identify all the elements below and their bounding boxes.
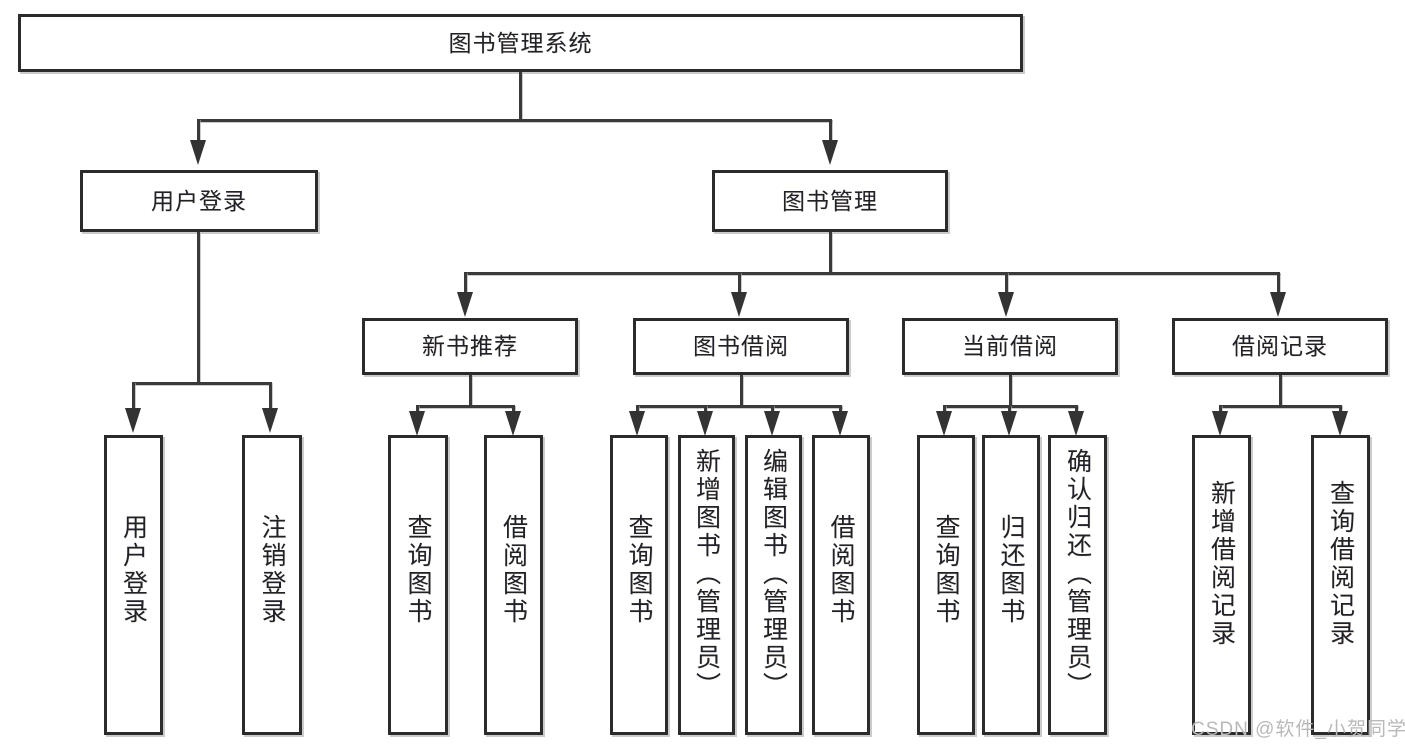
node-label: 图书管理 <box>782 187 878 214</box>
arrowhead-new-book-leaf-2 <box>505 411 521 436</box>
arrowhead-book-borrow-leaf-2 <box>697 411 713 436</box>
arrowhead-borrow-record-leaf-1 <box>1212 411 1228 436</box>
arrowhead-current-borrow-leaf-1 <box>936 411 952 436</box>
node-borrow-record[interactable]: 借阅记录 <box>1172 318 1388 375</box>
leaf-book-borrow-edit[interactable]: 编辑图书（管理员） <box>745 435 802 735</box>
connector-root-drop-left <box>197 119 200 141</box>
connector-book-manage-stem <box>829 232 832 274</box>
connector-root-drop-right <box>829 119 832 141</box>
arrowhead-to-borrow-record <box>1270 292 1286 317</box>
leaf-label: 用户登录 <box>119 514 148 626</box>
connector-book-manage-bar <box>464 272 1280 275</box>
connector-user-login-stem <box>197 232 200 384</box>
node-label: 借阅记录 <box>1232 333 1328 360</box>
leaf-user-login-login[interactable]: 用户登录 <box>104 435 163 735</box>
leaf-label: 查询图书 <box>625 514 653 626</box>
node-user-login[interactable]: 用户登录 <box>80 170 318 232</box>
leaf-label: 查询图书 <box>404 514 432 626</box>
leaf-label: 借阅图书 <box>499 514 528 626</box>
node-label: 图书借阅 <box>693 333 789 360</box>
connector-l3-drop-4 <box>1277 272 1280 294</box>
node-label: 新书推荐 <box>422 333 518 360</box>
leaf-book-borrow-add[interactable]: 新增图书（管理员） <box>678 435 735 735</box>
leaf-label: 注销登录 <box>258 514 286 626</box>
node-root-system[interactable]: 图书管理系统 <box>18 14 1023 72</box>
arrowhead-current-borrow-leaf-3 <box>1068 411 1084 436</box>
leaf-new-book-query[interactable]: 查询图书 <box>388 435 448 735</box>
csdn-watermark: CSDN @软件_小贺同学 <box>1191 719 1405 740</box>
leaf-label: 新增图书（管理员） <box>692 448 721 700</box>
connector-book-borrow-stem <box>740 375 743 407</box>
node-book-borrow[interactable]: 图书借阅 <box>633 318 849 375</box>
connector-user-login-drop-1 <box>132 382 135 410</box>
arrowhead-new-book-leaf-1 <box>409 411 425 436</box>
arrowhead-user-login-leaf-2 <box>262 408 278 433</box>
arrowhead-to-user-login <box>190 140 206 165</box>
leaf-book-borrow-borrow[interactable]: 借阅图书 <box>812 435 870 735</box>
node-book-manage[interactable]: 图书管理 <box>712 170 948 232</box>
arrowhead-book-borrow-leaf-3 <box>764 411 780 436</box>
arrowhead-user-login-leaf-1 <box>125 408 141 433</box>
arrowhead-to-new-book-recommend <box>457 292 473 317</box>
connector-current-borrow-stem <box>1009 375 1012 407</box>
arrowhead-to-book-borrow <box>731 292 747 317</box>
leaf-label: 新增借阅记录 <box>1207 480 1236 648</box>
leaf-borrow-record-add[interactable]: 新增借阅记录 <box>1192 435 1251 735</box>
connector-l3-drop-1 <box>464 272 467 294</box>
node-label: 图书管理系统 <box>448 29 593 56</box>
leaf-current-borrow-query[interactable]: 查询图书 <box>917 435 975 735</box>
connector-book-borrow-bar <box>636 405 842 408</box>
arrowhead-borrow-record-leaf-2 <box>1332 411 1348 436</box>
connector-new-book-bar <box>416 405 515 408</box>
leaf-current-borrow-confirm[interactable]: 确认归还（管理员） <box>1048 435 1107 735</box>
node-label: 当前借阅 <box>962 333 1058 360</box>
leaf-current-borrow-return[interactable]: 归还图书 <box>982 435 1040 735</box>
connector-borrow-record-bar <box>1219 405 1342 408</box>
connector-root-stem <box>519 72 522 121</box>
leaf-label: 借阅图书 <box>827 514 855 626</box>
leaf-label: 查询借阅记录 <box>1326 480 1355 648</box>
leaf-label: 归还图书 <box>997 514 1025 626</box>
leaf-book-borrow-query[interactable]: 查询图书 <box>610 435 668 735</box>
arrowhead-to-book-manage <box>822 140 838 165</box>
leaf-label: 编辑图书（管理员） <box>759 448 788 700</box>
leaf-new-book-borrow[interactable]: 借阅图书 <box>484 435 543 735</box>
leaf-borrow-record-query[interactable]: 查询借阅记录 <box>1311 435 1370 735</box>
node-new-book-recommend[interactable]: 新书推荐 <box>362 318 578 375</box>
leaf-label: 确认归还（管理员） <box>1063 448 1092 700</box>
connector-l3-drop-3 <box>1005 272 1008 294</box>
connector-l3-drop-2 <box>738 272 741 294</box>
connector-user-login-bar <box>132 382 270 385</box>
connector-borrow-record-stem <box>1279 375 1282 407</box>
arrowhead-current-borrow-leaf-2 <box>1001 411 1017 436</box>
connector-user-login-drop-2 <box>269 382 272 410</box>
connector-root-bar <box>197 119 832 122</box>
arrowhead-to-current-borrow <box>998 292 1014 317</box>
leaf-user-login-logout[interactable]: 注销登录 <box>242 435 302 735</box>
arrowhead-book-borrow-leaf-1 <box>629 411 645 436</box>
node-current-borrow[interactable]: 当前借阅 <box>902 318 1118 375</box>
node-label: 用户登录 <box>151 187 247 214</box>
leaf-label: 查询图书 <box>932 514 960 626</box>
arrowhead-book-borrow-leaf-4 <box>832 411 848 436</box>
connector-new-book-stem <box>469 375 472 407</box>
